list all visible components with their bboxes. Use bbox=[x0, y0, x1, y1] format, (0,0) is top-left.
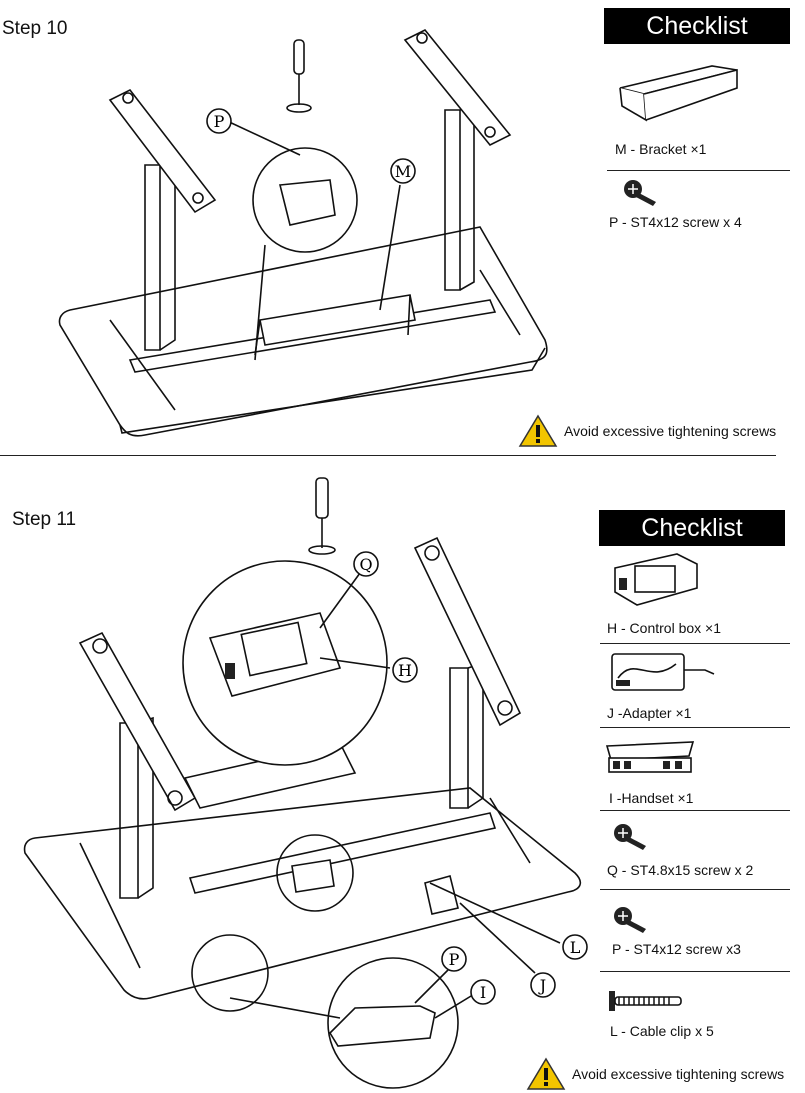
callout-m: M bbox=[390, 158, 416, 189]
right-top-beam bbox=[403, 28, 512, 147]
callout-j: J bbox=[530, 972, 556, 1003]
callout-l: L bbox=[562, 934, 588, 965]
bracket-m bbox=[259, 294, 416, 346]
left-top-beam bbox=[108, 88, 217, 214]
checklist-item-screw-p: P - ST4x12 screw x 4 bbox=[609, 214, 742, 230]
zoom-detail bbox=[252, 147, 358, 253]
checklist-divider bbox=[600, 643, 790, 644]
svg-text:I: I bbox=[480, 983, 486, 1002]
step-11-title: Step 11 bbox=[12, 509, 77, 530]
step-11-checklist-header: Checklist bbox=[599, 510, 785, 546]
checklist-divider bbox=[600, 889, 790, 890]
svg-text:H: H bbox=[398, 661, 412, 680]
callout-p-step11: P bbox=[441, 946, 467, 977]
checklist-item-screw-q: Q - ST4.8x15 screw x 2 bbox=[607, 862, 754, 878]
warning-icon bbox=[526, 1057, 566, 1090]
step-10-checklist-header: Checklist bbox=[604, 8, 790, 44]
checklist-item-adapter: J -Adapter ×1 bbox=[607, 705, 692, 721]
step-10-illustration bbox=[58, 28, 548, 437]
svg-text:J: J bbox=[538, 976, 546, 995]
checklist-divider bbox=[600, 810, 790, 811]
checklist-item-screw-p: P - ST4x12 screw x3 bbox=[612, 941, 741, 957]
checklist-item-bracket: M - Bracket ×1 bbox=[615, 141, 707, 157]
checklist-divider bbox=[600, 727, 790, 728]
checklist-item-control-box: H - Control box ×1 bbox=[607, 620, 721, 636]
svg-text:M: M bbox=[395, 162, 411, 181]
screw-icon bbox=[612, 905, 652, 940]
warning-text: Avoid excessive tightening screws bbox=[572, 1066, 785, 1082]
step-11-warning: Avoid excessive tightening screws bbox=[526, 1057, 784, 1091]
handset-icon bbox=[605, 736, 695, 781]
bracket-icon bbox=[612, 58, 742, 133]
checklist-divider bbox=[600, 971, 790, 972]
checklist-divider bbox=[607, 170, 790, 171]
warning-text: Avoid excessive tightening screws bbox=[564, 423, 777, 439]
control-box-icon bbox=[607, 550, 702, 615]
step-10-warning: Avoid excessive tightening screws bbox=[518, 414, 776, 448]
callout-q: Q bbox=[353, 551, 379, 582]
warning-icon bbox=[518, 414, 558, 447]
svg-text:Q: Q bbox=[359, 555, 372, 574]
callout-i: I bbox=[470, 979, 496, 1010]
checklist-item-handset: I -Handset ×1 bbox=[609, 790, 694, 806]
callout-p: P bbox=[206, 108, 232, 139]
section-divider bbox=[0, 455, 776, 456]
screw-icon bbox=[612, 822, 652, 857]
screw-icon bbox=[622, 178, 662, 213]
svg-text:P: P bbox=[214, 112, 225, 131]
cable-clip-icon bbox=[607, 989, 687, 1018]
svg-text:L: L bbox=[570, 938, 581, 957]
adapter-icon bbox=[610, 650, 720, 700]
step-10-title: Step 10 bbox=[2, 18, 68, 39]
callout-h: H bbox=[392, 657, 418, 688]
checklist-item-cable-clip: L - Cable clip x 5 bbox=[610, 1023, 714, 1039]
svg-text:P: P bbox=[449, 950, 460, 969]
step-11-illustration bbox=[23, 477, 582, 1089]
